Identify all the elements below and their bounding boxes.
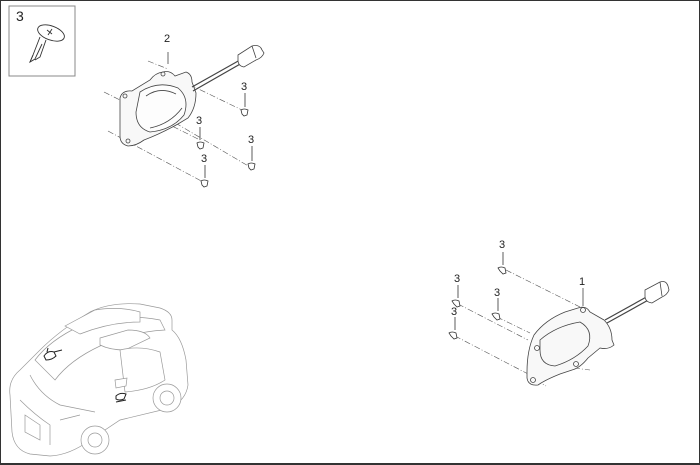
callout-left-screw-a: 3 (241, 81, 247, 93)
callout-left-screw-b: 3 (196, 115, 202, 127)
callout-right-screw-c: 3 (494, 287, 500, 299)
vehicle-location-icon (9, 303, 189, 457)
inset-box: 3 (8, 5, 76, 77)
left-screws[interactable] (196, 93, 256, 188)
vehicle-lamp-marker-side (115, 392, 127, 403)
right-screws[interactable] (448, 252, 507, 340)
right-lamp-assembly[interactable] (454, 269, 670, 387)
inset-label: 3 (16, 8, 24, 24)
callout-left-screw-d: 3 (201, 153, 207, 165)
callout-right-screw-d: 3 (451, 306, 457, 318)
callout-right-screw-a: 3 (499, 239, 505, 251)
callout-right-screw-b: 3 (454, 273, 460, 285)
vehicle-lamp-marker-front (43, 347, 63, 361)
callout-left-screw-c: 3 (248, 134, 254, 146)
left-lamp-assembly[interactable] (103, 45, 265, 184)
screw-icon (29, 24, 65, 64)
callout-right-part: 1 (579, 276, 585, 288)
callout-left-part: 2 (164, 33, 170, 45)
